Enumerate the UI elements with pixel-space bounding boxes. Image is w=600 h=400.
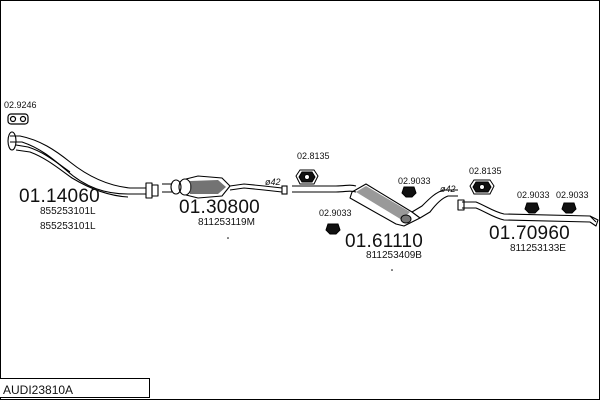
oem-number: 811253133E [510, 243, 566, 254]
dot-marker [391, 269, 393, 271]
accessory-label: 02.9033 [398, 176, 431, 186]
hanger-icon [295, 169, 319, 185]
diagram-code: AUDI23810A [3, 383, 74, 397]
oem-number: 811253119M [198, 217, 255, 228]
front-pipe [7, 131, 159, 199]
middle-silencer [292, 183, 458, 227]
part-number: 01.14060 [19, 186, 100, 207]
oem-number: 855253101L [40, 221, 96, 232]
middle-silencer-end [400, 214, 412, 224]
accessory-label: 02.9246 [4, 100, 37, 110]
catalyst-body-fill [190, 180, 226, 194]
hanger-icon [469, 179, 495, 195]
accessory-label: 02.9033 [517, 190, 550, 200]
catalyst [162, 175, 288, 199]
accessory-label: 02.8135 [469, 166, 502, 176]
middle-silencer-fill [356, 186, 410, 220]
diameter-label: ø42 [440, 184, 456, 194]
accessory-label: 02.8135 [297, 151, 330, 161]
part-number: 01.30800 [179, 197, 260, 218]
part-number: 01.70960 [489, 223, 570, 244]
rubber-mount-icon [325, 223, 341, 235]
oem-number: 811253409B [366, 250, 422, 261]
accessory-label: 02.9033 [319, 208, 352, 218]
diagram-code-box: AUDI23810A [0, 378, 150, 398]
diameter-label: ø42 [265, 177, 281, 187]
part-number: 01.61110 [345, 231, 424, 252]
accessory-label: 02.9033 [556, 190, 589, 200]
rubber-mount-icon [524, 202, 540, 214]
rubber-mount-icon [561, 202, 577, 214]
clamp-icon [7, 113, 29, 125]
dot-marker [227, 237, 229, 239]
rear-pipe [457, 199, 599, 227]
oem-number: 855253101L [40, 206, 96, 217]
rubber-mount-icon [401, 186, 417, 198]
